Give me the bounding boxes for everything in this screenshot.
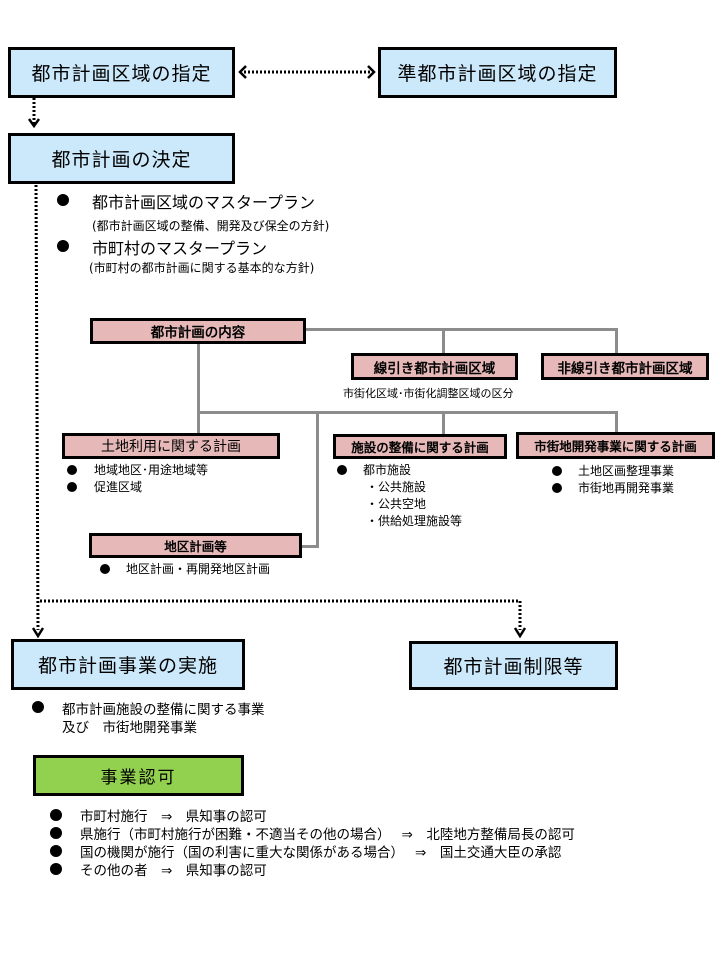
decision-item-title: 都市計画区域のマスタープラン [92, 193, 316, 212]
land-use-item: 促進区域 [94, 480, 143, 494]
land-use-item: 地域地区･用途地域等 [94, 463, 209, 477]
approval-item: 県施行（市町村施行が困難・不適当その他の場合） ⇒ 北陸地方整備局長の認可 [80, 827, 575, 843]
bullet-icon [552, 466, 562, 476]
box-senbiki-area: 線引き都市計画区域 [351, 353, 518, 380]
arrowhead-right-icon [367, 65, 376, 79]
facilities-sub-item: ・公共空地 [366, 497, 427, 511]
bullet-icon [67, 482, 77, 492]
box-project-approval: 事業認可 [33, 755, 244, 796]
tree-line [316, 411, 319, 548]
bullet-icon [50, 827, 62, 839]
tree-line [442, 411, 445, 434]
approval-item: 国の機関が施行（国の利害に重大な関係がある場合） ⇒ 国土交通大臣の承認 [80, 845, 562, 861]
district-item: 地区計画・再開発地区計画 [126, 562, 271, 576]
bullet-icon [337, 465, 347, 475]
arrowhead-left-icon [238, 65, 247, 79]
implementation-item: 都市計画施設の整備に関する事業 [62, 702, 265, 718]
arrowhead-down-icon [31, 627, 45, 639]
box-city-planning-decision: 都市計画の決定 [8, 133, 235, 184]
arrowhead-down-icon [27, 118, 41, 129]
senbiki-note: 市街化区域･市街化調整区域の区分 [343, 387, 514, 400]
implementation-item: 及び 市街地開発事業 [62, 720, 197, 736]
bullet-icon [50, 809, 62, 821]
box-land-use-plan: 土地利用に関する計画 [62, 433, 280, 459]
tree-line [615, 411, 618, 432]
bullet-icon [552, 483, 562, 493]
bullet-icon [50, 845, 62, 857]
box-district-plan: 地区計画等 [89, 533, 302, 558]
box-city-planning-project-implementation: 都市計画事業の実施 [11, 639, 245, 690]
decision-item-note: (市町村の都市計画に関する基本的な方針) [89, 261, 315, 275]
dotted-connector-main-vertical [34, 184, 40, 631]
urban-dev-item: 市街地再開発事業 [578, 481, 675, 495]
facilities-sub-item: ・公共施設 [366, 480, 427, 494]
arrowhead-down-icon [513, 627, 527, 639]
box-facilities-plan: 施設の整備に関する計画 [333, 434, 507, 459]
bullet-icon [32, 701, 44, 713]
facilities-item: 都市施設 [363, 463, 412, 477]
urban-dev-item: 土地区画整理事業 [578, 464, 675, 478]
decision-item-note: (都市計画区域の整備、開発及び保全の方針) [92, 219, 330, 233]
tree-line [301, 545, 319, 548]
box-city-planning-area-designation: 都市計画区域の指定 [8, 47, 235, 98]
tree-line [615, 328, 618, 353]
approval-item: 市町村施行 ⇒ 県知事の認可 [80, 809, 267, 825]
bullet-icon [57, 194, 69, 206]
tree-line [442, 328, 445, 353]
bullet-icon [67, 465, 77, 475]
box-quasi-city-planning-area-designation: 準都市計画区域の指定 [378, 47, 617, 98]
facilities-sub-item: ・供給処理施設等 [366, 514, 463, 528]
decision-item-title: 市町村のマスタープラン [92, 239, 268, 258]
bullet-icon [100, 564, 110, 574]
box-urban-development-plan: 市街地開発事業に関する計画 [516, 432, 715, 459]
bullet-icon [57, 240, 69, 252]
box-hi-senbiki-area: 非線引き都市計画区域 [541, 353, 709, 380]
tree-line [306, 328, 618, 331]
box-city-planning-restrictions: 都市計画制限等 [409, 641, 618, 690]
bullet-icon [50, 863, 62, 875]
box-city-planning-content: 都市計画の内容 [90, 318, 306, 344]
tree-line [197, 343, 200, 433]
approval-item: その他の者 ⇒ 県知事の認可 [80, 863, 267, 879]
tree-line [197, 411, 618, 414]
